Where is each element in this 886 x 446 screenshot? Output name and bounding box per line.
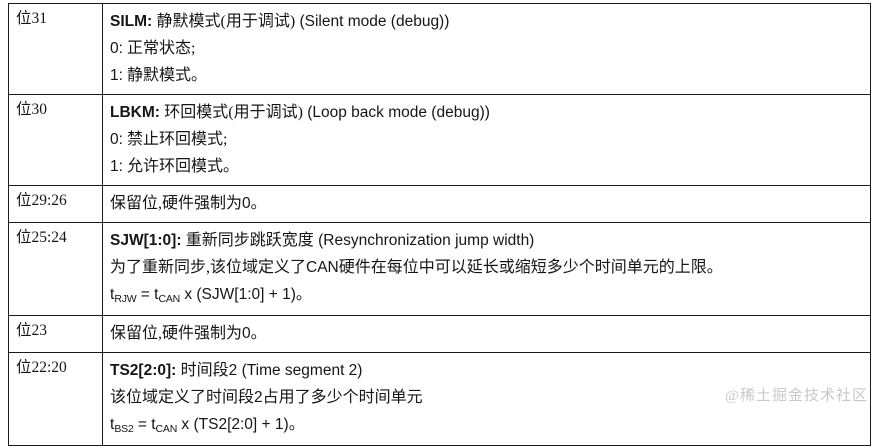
table-row: 位25:24 SJW[1:0]: 重新同步跳跃宽度 (Resynchronizat…	[8, 222, 871, 316]
field-name-label: SILM:	[110, 13, 153, 30]
formula-tail: x (SJW[1:0] + 1)	[180, 286, 296, 303]
table-row: 位31 SILM: 静默模式(用于调试) (Silent mode (debug)…	[8, 3, 871, 95]
description-text: 时间段	[180, 362, 229, 379]
description-line: 0: 禁止环回模式;	[110, 126, 863, 153]
bit-description-cell: SJW[1:0]: 重新同步跳跃宽度 (Resynchronization ju…	[102, 222, 871, 316]
table-body: 位31 SILM: 静默模式(用于调试) (Silent mode (debug)…	[8, 3, 871, 446]
bit-description-cell: LBKM: 环回模式(用于调试) (Loop back mode (debug)…	[102, 94, 871, 186]
description-text: 允许环回模式。	[122, 158, 239, 175]
formula-equals: =	[133, 416, 152, 433]
formula-lhs-subscript: RJW	[114, 293, 137, 305]
table-row: 位29:26 保留位,硬件强制为0。	[8, 185, 871, 223]
formula-rhs-base: t	[154, 286, 159, 303]
description-text: (Time segment 2)	[237, 362, 363, 379]
bit-field-cell: 位31	[8, 3, 103, 95]
description-line: TS2[2:0]: 时间段2 (Time segment 2)	[110, 357, 863, 384]
description-line: SILM: 静默模式(用于调试) (Silent mode (debug))	[110, 8, 863, 35]
formula-terminator: 。	[295, 286, 312, 303]
description-text: 1:	[110, 67, 123, 84]
table-row: 位30 LBKM: 环回模式(用于调试) (Loop back mode (deb…	[8, 94, 871, 186]
bit-description-cell: TS2[2:0]: 时间段2 (Time segment 2)该位域定义了时间段…	[102, 352, 871, 446]
bit-field-cell: 位22:20	[8, 352, 103, 446]
description-text: 。	[250, 195, 267, 212]
description-line: tRJW = tCAN x (SJW[1:0] + 1)。	[110, 281, 863, 310]
description-text: 1:	[110, 158, 123, 175]
description-line: 该位域定义了时间段2占用了多少个时间单元	[110, 384, 863, 411]
description-text: 静默模式(用于调试)	[156, 13, 296, 30]
field-name-label: TS2[2:0]:	[110, 362, 177, 379]
description-line: 保留位,硬件强制为0。	[110, 320, 863, 347]
bit-field-label: 位31	[16, 10, 48, 27]
description-line: 1: 允许环回模式。	[110, 153, 863, 180]
description-text: 2	[228, 362, 238, 379]
bit-field-cell: 位23	[8, 315, 103, 353]
field-name-label: LBKM:	[110, 104, 160, 121]
description-text: (Resynchronization jump width)	[313, 232, 535, 249]
formula-lhs-subscript: BS2	[114, 423, 134, 435]
description-text: 硬件在每位中可以延长或缩短多少个时间单元的上限。	[338, 259, 723, 276]
formula-tail: x (TS2[2:0] + 1)	[177, 416, 289, 433]
description-line: LBKM: 环回模式(用于调试) (Loop back mode (debug)…	[110, 99, 863, 126]
bit-description-cell: 保留位,硬件强制为0。	[102, 315, 871, 353]
bit-description-cell: SILM: 静默模式(用于调试) (Silent mode (debug))0:…	[102, 3, 871, 95]
description-text: 禁止环回模式;	[122, 131, 228, 148]
formula-lhs-base: t	[110, 416, 115, 433]
bit-field-label: 位25:24	[16, 229, 67, 246]
bit-field-cell: 位25:24	[8, 222, 103, 316]
description-line: 1: 静默模式。	[110, 62, 863, 89]
description-text: 保留位,硬件强制为	[110, 195, 243, 212]
description-text: (Silent mode (debug))	[295, 13, 450, 30]
formula-rhs-base: t	[151, 416, 156, 433]
description-line: 为了重新同步,该位域定义了CAN硬件在每位中可以延长或缩短多少个时间单元的上限。	[110, 254, 863, 281]
description-line: SJW[1:0]: 重新同步跳跃宽度 (Resynchronization ju…	[110, 227, 863, 254]
bit-field-label: 位29:26	[16, 192, 67, 209]
bit-field-label: 位23	[16, 322, 48, 339]
description-text: 为了重新同步,该位域定义了	[110, 259, 307, 276]
register-bit-table: 位31 SILM: 静默模式(用于调试) (Silent mode (debug)…	[8, 3, 871, 446]
formula-rhs-subscript: CAN	[155, 423, 178, 435]
bit-field-cell: 位29:26	[8, 185, 103, 223]
description-text: 该位域定义了时间段	[110, 389, 255, 406]
table-row: 位23 保留位,硬件强制为0。	[8, 315, 871, 353]
bit-description-cell: 保留位,硬件强制为0。	[102, 185, 871, 223]
description-text: 0:	[110, 40, 123, 57]
description-text: (Loop back mode (debug))	[302, 104, 490, 121]
description-line: 0: 正常状态;	[110, 35, 863, 62]
formula-equals: =	[136, 286, 155, 303]
description-text: 静默模式。	[122, 67, 207, 84]
description-text: 。	[250, 325, 267, 342]
description-text: 重新同步跳跃宽度	[185, 232, 314, 249]
formula-rhs-subscript: CAN	[158, 293, 181, 305]
description-line: tBS2 = tCAN x (TS2[2:0] + 1)。	[110, 411, 863, 440]
document-page: 位31 SILM: 静默模式(用于调试) (Silent mode (debug)…	[8, 3, 871, 446]
description-text: 保留位,硬件强制为	[110, 325, 243, 342]
field-name-label: SJW[1:0]:	[110, 232, 182, 249]
description-text: 0:	[110, 131, 123, 148]
description-text: 占用了多少个时间单元	[262, 389, 423, 406]
formula-terminator: 。	[288, 416, 305, 433]
bit-field-cell: 位30	[8, 94, 103, 186]
description-text: 环回模式(用于调试)	[164, 104, 303, 121]
formula-expression: tBS2 = tCAN x (TS2[2:0] + 1)。	[110, 416, 305, 435]
formula-lhs-base: t	[110, 286, 115, 303]
description-text: 正常状态;	[122, 40, 196, 57]
description-line: 保留位,硬件强制为0。	[110, 190, 863, 217]
description-text: 0	[242, 195, 251, 212]
formula-expression: tRJW = tCAN x (SJW[1:0] + 1)。	[110, 286, 312, 305]
description-text: 0	[242, 325, 251, 342]
bit-field-label: 位22:20	[16, 359, 67, 376]
description-text: 2	[254, 389, 263, 406]
bit-field-label: 位30	[16, 101, 48, 118]
description-text: CAN	[306, 259, 339, 276]
